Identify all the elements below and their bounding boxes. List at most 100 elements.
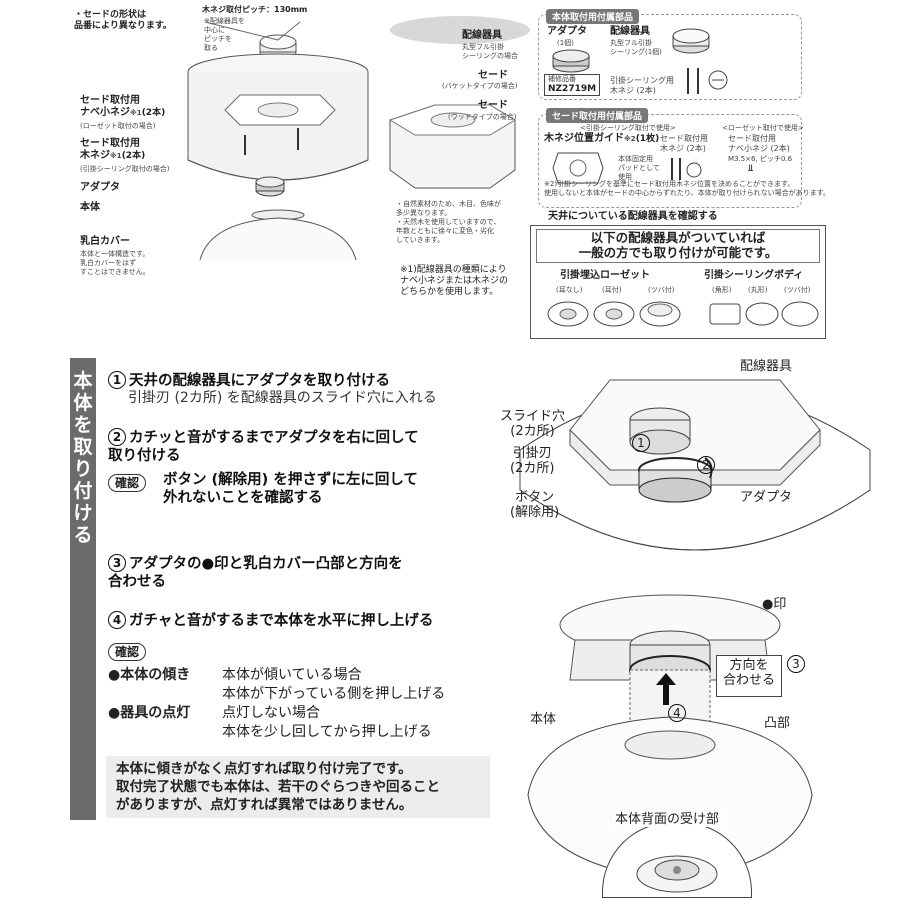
main-parts-box xyxy=(538,14,802,100)
diag2-marker-4: 4 xyxy=(668,703,689,722)
shade-parts-title: セード取付用付属部品 xyxy=(546,108,649,123)
section-title-char: 本 xyxy=(73,370,93,392)
diag2-num-3: 3 xyxy=(787,655,805,673)
diag2-marker-3: 3 xyxy=(787,654,808,673)
check-heading: 天井についている配線器具を確認する xyxy=(548,211,718,222)
main-adapter-qty: (1個) xyxy=(557,39,574,47)
confirm-badge: 確認 xyxy=(108,474,147,492)
step-4-text: ガチャと音がするまで本体を水平に押し上げる xyxy=(129,613,434,629)
shade-screw-icon xyxy=(671,158,702,180)
step-2-number: 2 xyxy=(108,428,126,446)
receiver-label: 本体背面の受け部 xyxy=(613,812,722,827)
group-rosette: <ローゼット取付で使用> xyxy=(722,124,804,132)
diag1-slide-label: スライド穴 (2カ所) xyxy=(500,409,566,439)
confirm-1-badge: 確認 xyxy=(108,472,147,492)
section-title-char: る xyxy=(73,524,93,546)
step-1-sub: 引掛刃 (2カ所) を配線器具のスライド穴に入れる xyxy=(128,390,437,406)
check-headline: 以下の配線器具がついていれば 一般の方でも取り付けが可能です。 xyxy=(536,229,820,263)
shade-nut-screw-label: セード取付用 ナベ小ネジ (2本) xyxy=(728,134,790,153)
body-type-1: (角形) xyxy=(712,286,732,294)
confirm-tilt-value: 本体が傾いている場合 本体が下がっている側を押し上げる xyxy=(222,667,446,702)
diag2-num-4: 4 xyxy=(668,704,686,722)
spare-part-box: 補修品番 NZ2719M xyxy=(544,74,601,96)
confirm-tilt-key: ●本体の傾き xyxy=(108,667,191,683)
wiring-label: 配線器具 xyxy=(462,30,502,41)
group-hook-ceiling: <引掛シーリング取付で使用> xyxy=(580,124,676,132)
spare-number: NZ2719M xyxy=(548,84,597,94)
completion-notice-text: 本体に傾きがなく点灯すれば取り付け完了です。 取付完了状態でも本体は、若干のぐら… xyxy=(116,761,440,813)
shade-bucket-note: (バケットタイプの場合) xyxy=(442,82,518,90)
shade-parts-box xyxy=(538,114,802,208)
pitch-label: 木ネジ取付ピッチ：130mm xyxy=(202,5,308,14)
diag1-adapter-label: アダプタ xyxy=(740,490,793,505)
shade-nut-note: (ローゼット取付の場合) xyxy=(80,122,156,130)
main-wiring-label: 配線器具 xyxy=(610,26,650,37)
body-label: 本体 xyxy=(80,202,100,213)
confirm-badge: 確認 xyxy=(108,643,147,661)
guide-label: 木ネジ位置ガイド※2(1枚) xyxy=(544,133,660,144)
main-adapter-label: アダプタ xyxy=(547,26,587,37)
wood-screw-icon xyxy=(687,68,728,94)
main-screw-label: 引掛シーリング用 木ネジ (2本) xyxy=(610,76,674,95)
shape-note: ・セードの形状は 品番により異なります。 xyxy=(74,10,172,31)
shade-screw-note: (引掛シーリング取付の場合) xyxy=(80,165,170,173)
exploded-diagram xyxy=(187,16,530,261)
adapter-label: アダプタ xyxy=(80,182,120,193)
section-title-char: け xyxy=(73,502,93,524)
ceiling-rosette-icon xyxy=(672,28,710,54)
diag1-marker-1: 1 xyxy=(632,433,653,452)
guide-note: 本体固定用 パッドとして 使用 xyxy=(618,155,660,181)
shade-nut-label: セード取付用 ナベ小ネジ※1(2本) xyxy=(80,95,166,118)
section-title-char: 体 xyxy=(73,392,93,414)
step-3-number: 3 xyxy=(108,554,126,572)
wiring-device-icons xyxy=(547,301,819,327)
rosette-type-1: (耳なし) xyxy=(556,286,583,294)
pitch-note: ※配線器具を 中心に ピッチを 取る xyxy=(204,17,245,52)
diag2-align-label: 方向を 合わせる xyxy=(716,655,782,697)
adapter-icon xyxy=(552,49,590,73)
diag1-marker-2: 2 xyxy=(697,455,718,474)
shade-bucket-label: セード xyxy=(478,70,508,81)
shade-wood-note: (ウッドタイプの場合) xyxy=(448,113,517,121)
confirm-light-value: 点灯しない場合 本体を少し回してから押し上げる xyxy=(222,705,432,740)
receiver-illustration xyxy=(636,855,718,893)
check-box xyxy=(530,225,826,339)
diag1-wiring-label: 配線器具 xyxy=(740,359,793,374)
diag1-blade-label: 引掛刃 (2カ所) xyxy=(510,446,555,476)
main-wiring-sub: 丸型フル引掛 シーリング(1個) xyxy=(610,39,662,56)
shade-screw-label: セード取付用 木ネジ※1(2本) xyxy=(80,138,146,161)
confirm-light-key: ●器具の点灯 xyxy=(108,705,191,721)
section-title: 本体を取り付ける xyxy=(70,370,96,546)
confirm-1-text: ボタン (解除用) を押さずに左に回して 外れないことを確認する xyxy=(163,472,418,506)
diag1-num-1: 1 xyxy=(632,434,650,452)
rosette-type-2: (耳付) xyxy=(602,286,622,294)
confirm-2-badge: 確認 xyxy=(108,641,147,661)
diag2-dot-label: ●印 xyxy=(762,597,787,612)
body-type-3: (ツバ付) xyxy=(784,286,811,294)
cover-note: 本体と一体構造です。 乳白カバーをはず すことはできません。 xyxy=(80,250,150,276)
section-title-char: り xyxy=(73,458,93,480)
shade-wood-screw-label: セード取付用 木ネジ (2本) xyxy=(660,134,708,153)
footnote-1: ※1)配線器具の種類により ナベ小ネジまたは木ネジの どちらかを使用します。 xyxy=(400,265,509,297)
section-title-char: 付 xyxy=(73,480,93,502)
footnote-2: ※2)引掛シーリングを基準にセード取付用木ネジ位置を決めることができます。 使用… xyxy=(544,180,830,197)
step-2-text: カチッと音がするまでアダプタを右に回して 取り付ける xyxy=(108,430,419,464)
diag2-convex-label: 凸部 xyxy=(764,716,791,731)
step-1-number: 1 xyxy=(108,371,126,389)
wiring-note: 丸型フル引掛 シーリングの場合 xyxy=(462,43,518,60)
nut-spec: M3.5×6, ピッチ0.6 xyxy=(728,155,793,163)
screw-guide-icon xyxy=(552,152,604,184)
cover-label: 乳白カバー xyxy=(80,236,130,247)
step-4-number: 4 xyxy=(108,611,126,629)
diag2-body-label: 本体 xyxy=(530,712,557,727)
ceiling-body-group-label: 引掛シーリングボディ xyxy=(704,270,804,281)
completion-notice: 本体に傾きがなく点灯すれば取り付け完了です。 取付完了状態でも本体は、若干のぐら… xyxy=(106,756,490,818)
section-title-char: を xyxy=(73,414,93,436)
step-3-text: アダプタの●印と乳白カバー凸部と方向を 合わせる xyxy=(108,556,403,590)
section-title-char: 取 xyxy=(73,436,93,458)
step-1-text: 天井の配線器具にアダプタを取り付ける xyxy=(129,373,390,389)
adapter-attach-diagram xyxy=(519,379,871,551)
